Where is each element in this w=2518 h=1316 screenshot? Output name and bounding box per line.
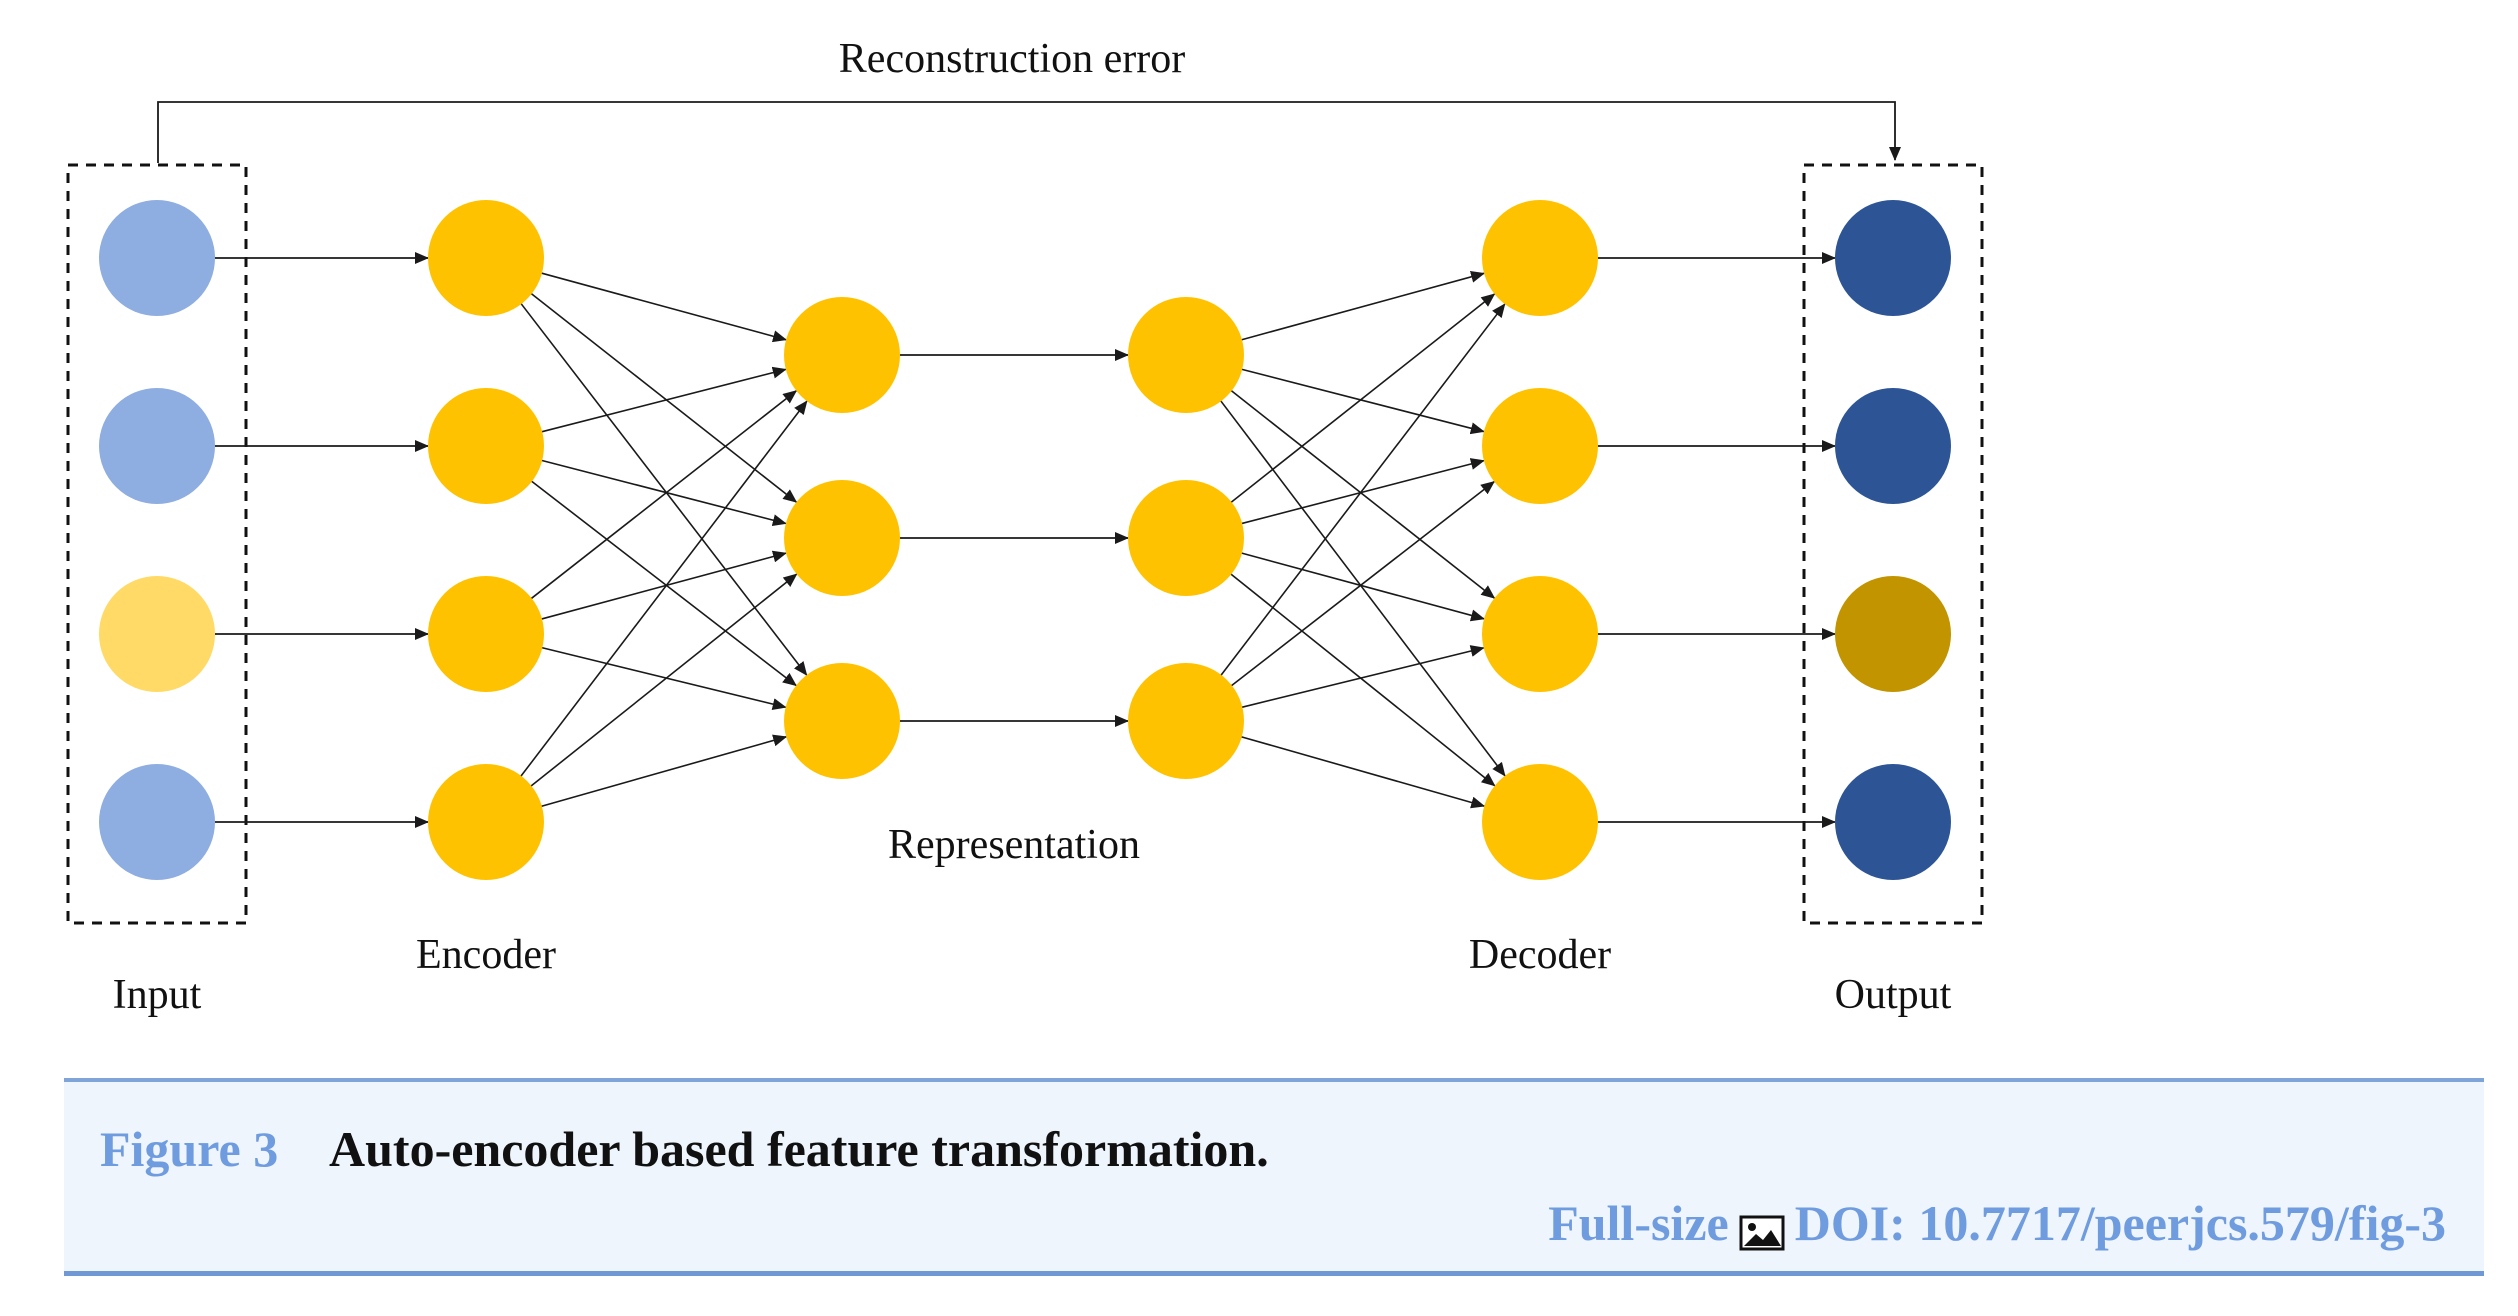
encoder-node-3 [428,576,544,692]
output-node-2 [1835,388,1951,504]
dense-connection [1229,572,1496,787]
decoder-node-3 [1482,576,1598,692]
dense-connection [1219,303,1506,677]
dense-connection [540,272,788,343]
encoder-node-4 [428,764,544,880]
dense-connection [540,366,787,433]
figure-caption: Figure 3 Auto-encoder based feature tran… [64,1078,2484,1276]
decoder-label: Decoder [1469,932,1611,978]
representation-label: Representation [888,822,1140,868]
dense-connection [1230,480,1495,687]
dense-connection [530,480,797,687]
dense-connection [541,646,787,710]
dense-connection [1240,270,1486,341]
output-node-3 [1835,576,1951,692]
dense-connection [530,390,798,600]
dense-connection [519,400,808,778]
representation-left-node-1 [784,297,900,413]
output-label: Output [1835,972,1952,1018]
dense-connection [529,573,798,788]
dense-connection [1219,399,1506,777]
input-label: Input [113,972,202,1018]
encoder-node-2 [428,388,544,504]
representation-left-node-2 [784,480,900,596]
reconstruction-error-arrow [157,101,1901,163]
dense-connection [1230,293,1496,504]
dense-connection [520,302,808,676]
image-icon[interactable] [1739,1205,1785,1251]
representation-right-node-3 [1128,663,1244,779]
nodes [99,200,1951,880]
input-node-1 [99,200,215,316]
reconstruction-error-label: Reconstruction error [839,36,1185,82]
representation-right-node-2 [1128,480,1244,596]
output-node-1 [1835,200,1951,316]
caption-links: Full-size DOI: 10.7717/peerjcs.579/fig-3 [1548,1194,2446,1252]
input-node-3 [99,576,215,692]
dense-connection [1241,645,1485,709]
input-node-2 [99,388,215,504]
encoder-label: Encoder [416,932,556,978]
input-node-4 [99,764,215,880]
dense-connection [1240,735,1486,809]
dense-connection [1240,368,1485,435]
decoder-node-2 [1482,388,1598,504]
encoder-node-1 [428,200,544,316]
autoencoder-diagram: Reconstruction error Input Encoder Repre… [66,36,1984,1018]
dense-connection [540,734,788,808]
connections [215,252,1836,828]
dense-connection [540,550,787,620]
dense-connection [530,292,798,503]
doi-link[interactable]: DOI: 10.7717/peerjcs.579/fig-3 [1794,1195,2446,1251]
dense-connection [540,459,787,527]
full-size-link[interactable]: Full-size [1548,1195,1729,1251]
dense-connection [1240,552,1485,622]
dense-connection [1230,389,1496,599]
figure-title: Auto-encoder based feature transformatio… [329,1121,1269,1177]
decoder-node-4 [1482,764,1598,880]
figure-number: Figure 3 [100,1121,279,1177]
representation-left-node-3 [784,663,900,779]
representation-right-node-1 [1128,297,1244,413]
dense-connection [1240,458,1485,525]
decoder-node-1 [1482,200,1598,316]
output-node-4 [1835,764,1951,880]
